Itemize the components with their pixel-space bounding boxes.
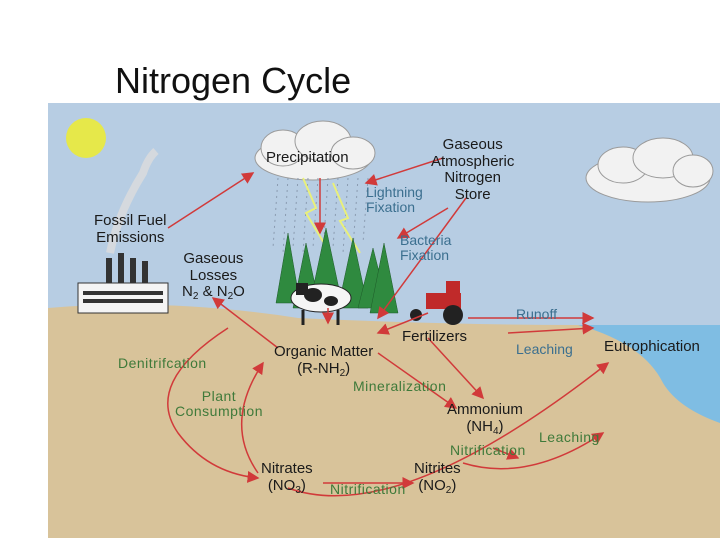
sun-icon <box>66 118 106 158</box>
label-leaching-right: Leaching <box>539 429 600 445</box>
label-nitrites: Nitrites (NO2) <box>414 460 461 496</box>
label-fossil-line1: Fossil Fuel <box>94 212 167 229</box>
label-organic-line1: Organic Matter <box>274 343 374 360</box>
flow-arrows <box>167 157 610 497</box>
label-losses-line1: Gaseous <box>183 250 244 267</box>
label-nitrates-formula: (NO3) <box>267 476 306 496</box>
arrow-fertilizer-to-ammonium <box>427 337 485 400</box>
label-nitrites-line1: Nitrites <box>414 460 461 477</box>
arrow-bacteria-fixation <box>396 207 449 239</box>
label-organic-matter: Organic Matter (R-NH2) <box>274 343 374 379</box>
arrow-mineralization <box>377 352 458 409</box>
label-bacteria-line2: Fixation <box>400 247 450 264</box>
arrow-leaching-top <box>507 322 595 335</box>
label-losses-line2: Losses <box>189 266 238 284</box>
label-bacteria-line1: Bacteria <box>400 232 452 248</box>
label-ammonium: Ammonium (NH4) <box>447 401 523 437</box>
label-mineralization: Mineralization <box>353 378 447 394</box>
rain <box>272 177 369 254</box>
arrow-emissions-to-precipitation <box>167 172 255 229</box>
slide-title: Nitrogen Cycle <box>115 60 352 101</box>
label-denitrification: Denitrifcation <box>118 355 207 371</box>
label-fertilizers: Fertilizers <box>402 328 468 345</box>
label-gaseous-store-line2: Atmospheric <box>431 152 515 170</box>
label-gaseous-losses: Gaseous Losses N2 & N2O <box>182 250 245 302</box>
arrow-leaching-right <box>462 432 605 470</box>
arrow-plant-consumption <box>241 361 264 474</box>
label-lightning-fixation: Lightning Fixation <box>366 184 423 216</box>
tractor-icon <box>410 281 463 325</box>
label-plant-consumption: Plant Consumption <box>175 388 263 420</box>
label-eutrophication: Eutrophication <box>604 338 700 355</box>
label-organic-formula: (R-NH2) <box>297 359 351 379</box>
water <box>578 325 720 423</box>
label-ammonium-line1: Ammonium <box>447 401 523 418</box>
label-gaseous-store-line3: Nitrogen <box>444 169 502 186</box>
label-lightning-line2: Fixation <box>366 199 416 216</box>
label-plant-line2: Consumption <box>175 403 263 420</box>
arrow-store-to-fertilizers <box>377 197 467 320</box>
arrow-gaseous-losses <box>211 297 279 349</box>
label-nitrates-line1: Nitrates <box>261 460 313 477</box>
label-nitrates: Nitrates (NO3) <box>261 460 313 496</box>
label-nitrification-bottom: Nitrification <box>330 481 406 497</box>
arrow-nitrification-right <box>492 447 520 460</box>
label-leaching-top: Leaching <box>516 341 573 357</box>
label-losses-formula: N2 & N2O <box>182 283 245 302</box>
arrow-store-to-lightning <box>364 157 444 186</box>
cow-icon <box>290 283 352 325</box>
arrow-denitrification <box>167 327 260 483</box>
label-bacteria-fixation: Bacteria Fixation <box>400 232 452 264</box>
factory-icon <box>77 147 169 314</box>
label-nitrites-formula: (NO2) <box>418 476 457 496</box>
soil <box>48 304 720 538</box>
label-gaseous-store-line4: Store <box>454 185 491 203</box>
label-runoff: Runoff <box>516 306 557 322</box>
label-ammonium-formula: (NH4) <box>466 417 504 437</box>
label-lightning-line1: Lightning <box>366 184 423 200</box>
label-nitrification-right: Nitrification <box>450 442 526 458</box>
label-precipitation: Precipitation <box>266 149 349 166</box>
cloud-icon <box>585 137 714 203</box>
label-gaseous-store-line1: Gaseous <box>442 136 503 153</box>
label-fossil-line2: Emissions <box>96 228 165 246</box>
arrow-nitrates-to-eutrophication <box>287 362 610 497</box>
label-plant-line1: Plant <box>201 388 237 404</box>
arrow-tractor-to-organic <box>376 312 429 335</box>
nitrogen-cycle-diagram: Precipitation Gaseous Atmospheric Nitrog… <box>48 103 720 538</box>
cloud-icon <box>254 120 376 181</box>
label-gaseous-store: Gaseous Atmospheric Nitrogen Store <box>431 136 515 203</box>
label-fossil-fuel: Fossil Fuel Emissions <box>94 212 167 246</box>
diagram-canvas <box>48 103 720 538</box>
